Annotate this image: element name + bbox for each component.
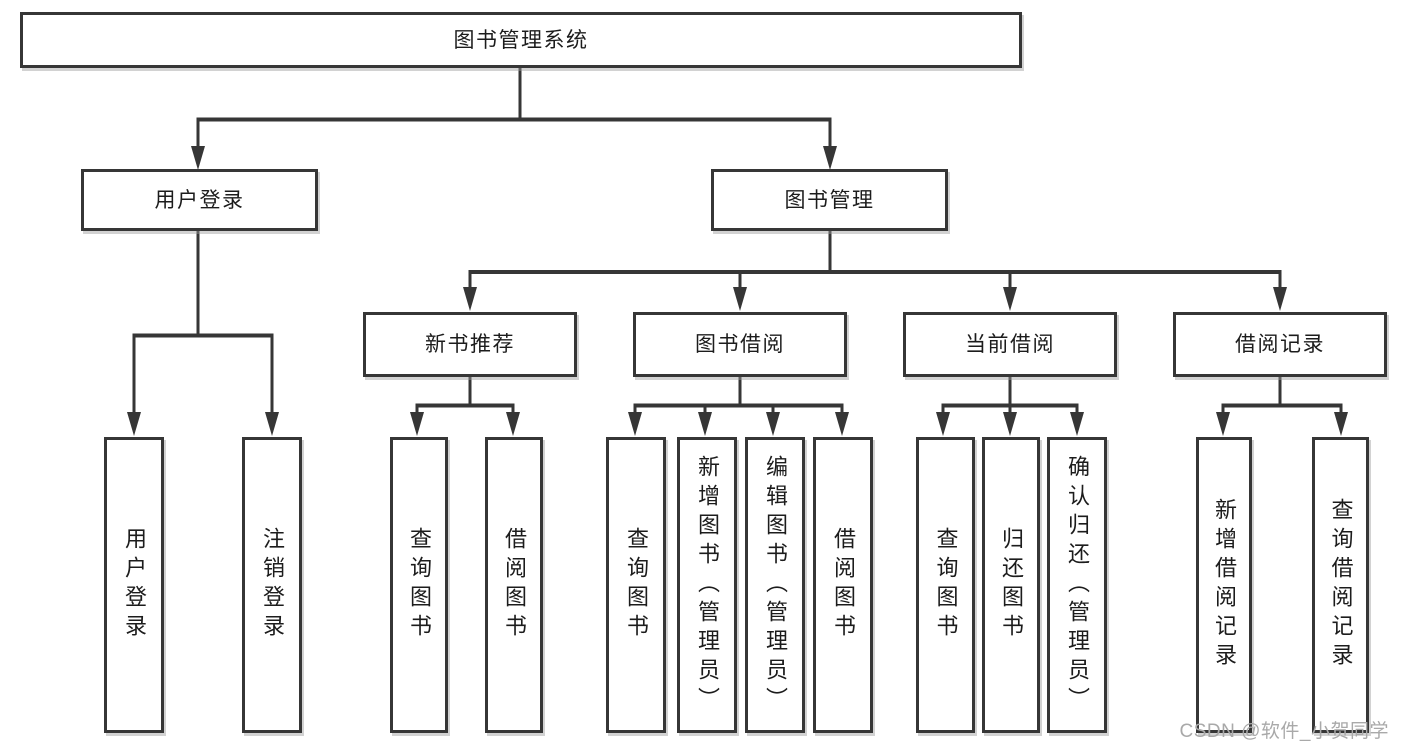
leaf-confirm-return-admin: 确认归还（管理员） [1047, 437, 1107, 733]
node-new-book-recommendation-label: 新书推荐 [425, 333, 515, 356]
book-management-connector [463, 231, 1287, 311]
leaf-query-borrow-record: 查询借阅记录 [1312, 437, 1369, 733]
node-current-borrowing: 当前借阅 [903, 312, 1117, 377]
leaf-logout-label: 注销登录 [260, 527, 285, 643]
node-borrowing-records: 借阅记录 [1173, 312, 1387, 377]
new-book-connector [410, 377, 520, 436]
leaf-borrow-books-recommend: 借阅图书 [485, 437, 543, 733]
leaf-query-books-borrow-label: 查询图书 [624, 527, 649, 643]
leaf-edit-books-admin: 编辑图书（管理员） [745, 437, 805, 733]
leaf-user-login: 用户登录 [104, 437, 164, 733]
leaf-return-books: 归还图书 [982, 437, 1040, 733]
borrow-record-connector [1216, 377, 1348, 436]
csdn-watermark: CSDN @软件_小贺同学 [1179, 721, 1389, 742]
leaf-logout: 注销登录 [242, 437, 302, 733]
leaf-query-borrow-record-label: 查询借阅记录 [1328, 498, 1354, 672]
node-borrowing-records-label: 借阅记录 [1235, 333, 1325, 356]
node-library-system-label: 图书管理系统 [453, 28, 589, 52]
leaf-user-login-label: 用户登录 [122, 527, 147, 643]
user-login-connector [127, 231, 279, 436]
leaf-query-books-recommend-label: 查询图书 [407, 527, 432, 643]
current-borrow-connector [936, 377, 1084, 436]
node-library-system: 图书管理系统 [20, 12, 1022, 68]
leaf-add-borrow-record-label: 新增借阅记录 [1212, 498, 1237, 672]
leaf-add-borrow-record: 新增借阅记录 [1196, 437, 1252, 733]
leaf-query-books-current-label: 查询图书 [933, 527, 959, 643]
node-current-borrowing-label: 当前借阅 [965, 333, 1055, 356]
node-book-borrowing-label: 图书借阅 [695, 333, 785, 356]
leaf-return-books-label: 归还图书 [999, 527, 1024, 643]
leaf-query-books-borrow: 查询图书 [606, 437, 666, 733]
leaf-add-books-admin: 新增图书（管理员） [677, 437, 737, 733]
leaf-query-books-recommend: 查询图书 [390, 437, 448, 733]
leaf-confirm-return-admin-label: 确认归还（管理员） [1065, 454, 1090, 716]
node-user-login-label: 用户登录 [154, 188, 245, 212]
leaf-query-books-current: 查询图书 [916, 437, 975, 733]
node-book-management: 图书管理 [711, 169, 948, 231]
book-borrow-connector [628, 377, 849, 436]
leaf-edit-books-admin-label: 编辑图书（管理员） [763, 454, 788, 716]
node-user-login: 用户登录 [81, 169, 318, 231]
leaf-borrow-books-recommend-label: 借阅图书 [502, 527, 527, 643]
node-new-book-recommendation: 新书推荐 [363, 312, 577, 377]
leaf-borrow-books-label: 借阅图书 [831, 527, 856, 643]
node-book-borrowing: 图书借阅 [633, 312, 847, 377]
node-book-management-label: 图书管理 [784, 188, 875, 212]
root-connector [191, 67, 837, 170]
leaf-borrow-books: 借阅图书 [813, 437, 873, 733]
leaf-add-books-admin-label: 新增图书（管理员） [695, 454, 720, 716]
